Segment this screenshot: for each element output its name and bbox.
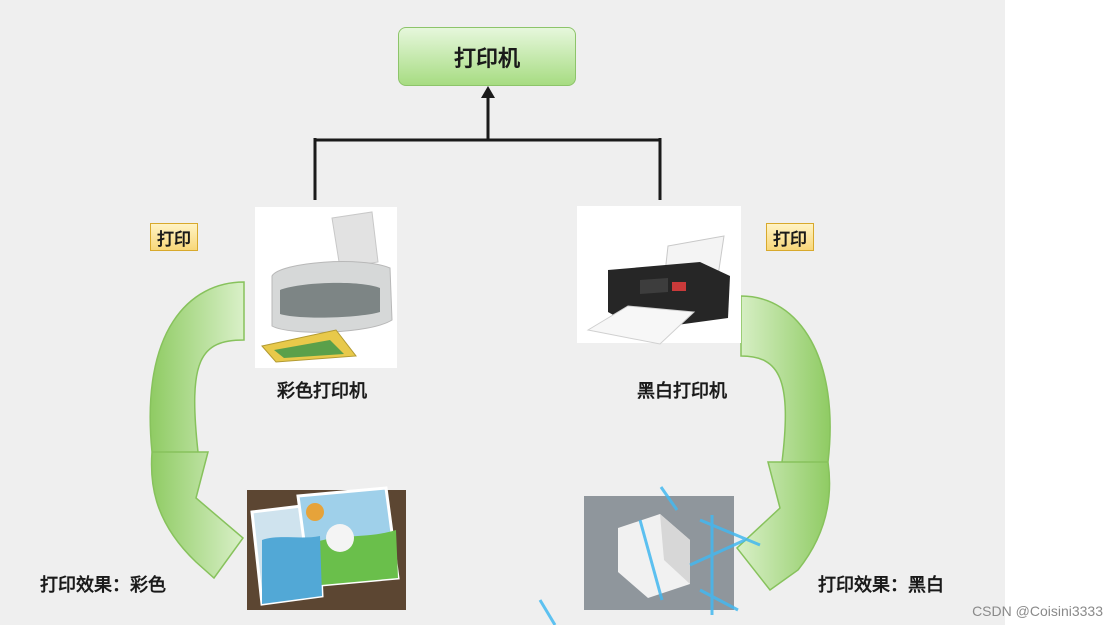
arrow-head-up bbox=[481, 86, 495, 98]
right-blank-pane bbox=[1005, 0, 1117, 625]
color-effect-label: 打印效果：彩色 bbox=[40, 575, 166, 595]
bw-printer-label: 黑白打印机 bbox=[637, 381, 727, 401]
watermark-strokes bbox=[538, 486, 761, 625]
color-printer-label: 彩色打印机 bbox=[277, 381, 367, 401]
csdn-watermark: CSDN @Coisini3333 bbox=[972, 603, 1103, 619]
left-curved-arrow bbox=[149, 281, 245, 580]
left-print-tag: 打印 bbox=[150, 223, 198, 251]
root-node-label: 打印机 bbox=[453, 45, 520, 71]
color-printer-image bbox=[255, 207, 397, 368]
left-print-tag-label: 打印 bbox=[157, 229, 191, 249]
right-print-tag-label: 打印 bbox=[773, 229, 807, 249]
right-print-tag: 打印 bbox=[766, 223, 814, 251]
bw-result-photo bbox=[584, 496, 734, 610]
bw-printer-image bbox=[577, 206, 741, 345]
right-curved-arrow bbox=[735, 295, 831, 592]
root-node-printer: 打印机 bbox=[398, 27, 576, 86]
connector-lines bbox=[313, 96, 662, 200]
bw-effect-label: 打印效果：黑白 bbox=[818, 575, 944, 595]
color-result-photo bbox=[247, 486, 406, 610]
